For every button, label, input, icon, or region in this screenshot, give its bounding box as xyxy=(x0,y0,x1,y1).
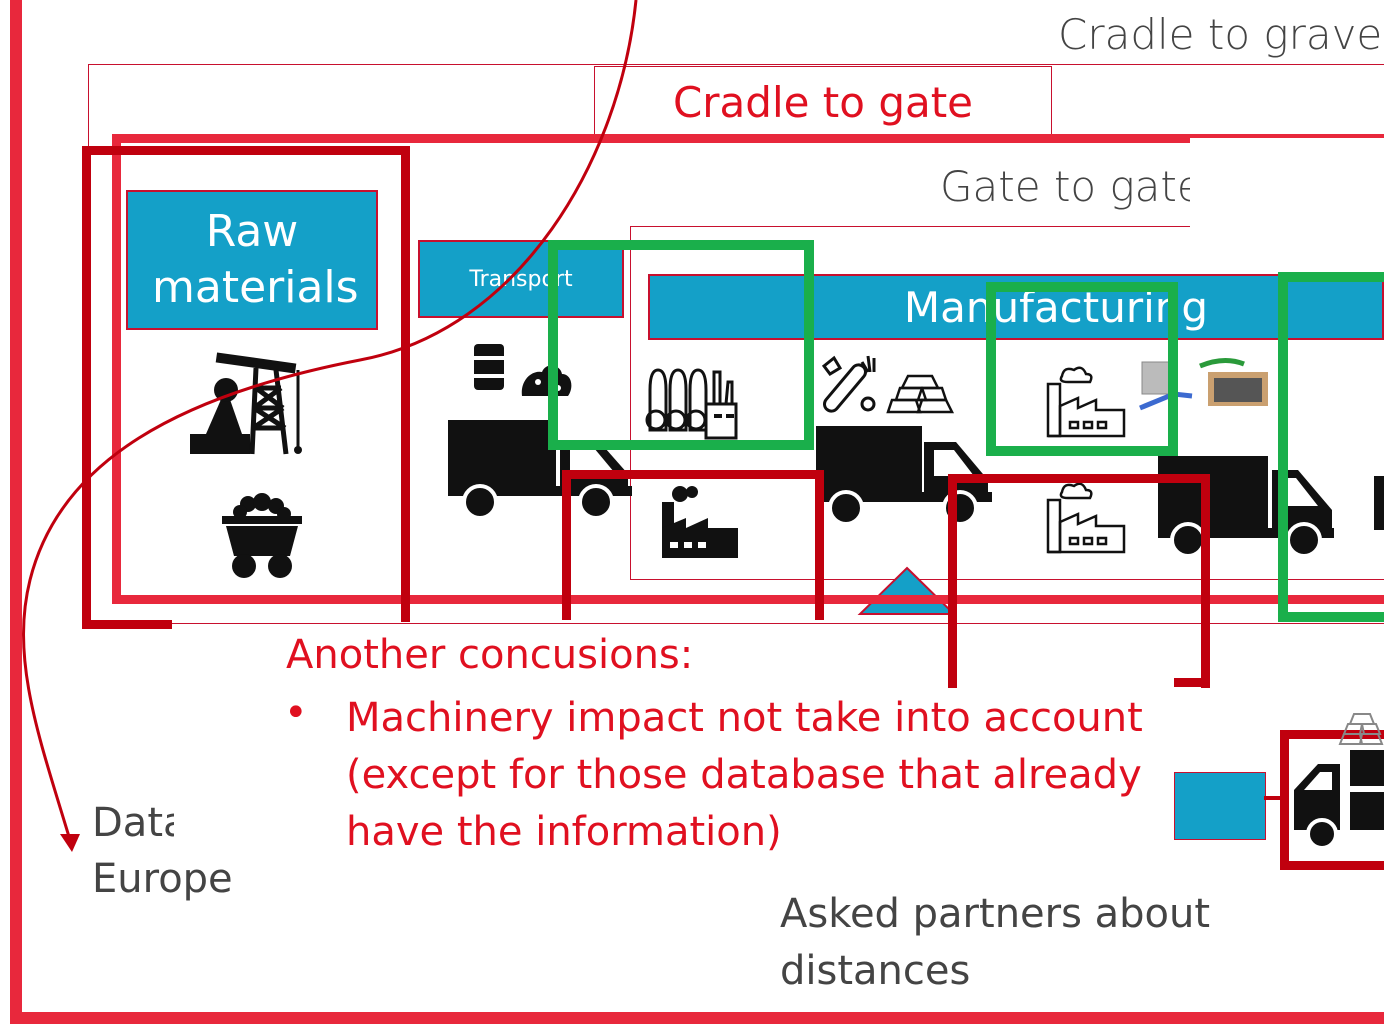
outer-frame-bottom xyxy=(10,1012,1384,1024)
oil-pump-icon xyxy=(190,352,302,455)
left-text-line1: Data xyxy=(92,800,174,846)
conclusions-text: Machinery impact not take into account (… xyxy=(346,695,1143,855)
green-highlight-refinery xyxy=(548,240,814,450)
truck-icon-1 xyxy=(448,420,632,520)
mine-cart-icon xyxy=(222,493,302,578)
barrel-icon xyxy=(472,344,506,390)
partial-icon-edge xyxy=(1374,476,1384,530)
truck-icon-2 xyxy=(816,426,992,526)
factory-icon-black xyxy=(662,486,738,558)
big-red-frame xyxy=(112,134,1384,604)
cradle-to-grave-label: Cradle to grave xyxy=(1058,10,1383,59)
conclusions-bullet: • xyxy=(284,690,308,736)
green-highlight-factory xyxy=(986,282,1178,456)
raw-materials-label: Raw materials xyxy=(152,206,359,313)
factory-highlight xyxy=(562,470,824,620)
truck-icon-4 xyxy=(1294,750,1384,850)
gold-bars-icon xyxy=(886,374,955,414)
lower-link-line xyxy=(1264,796,1288,800)
gate-to-gate-label: Gate to gate xyxy=(940,162,1203,211)
lower-blue-bar xyxy=(1174,772,1266,840)
partners-text: Asked partners about distances xyxy=(780,891,1211,994)
white-patch xyxy=(1190,138,1384,274)
factory2-highlight xyxy=(948,474,1210,688)
green-highlight-right xyxy=(1278,272,1384,622)
factory2-highlight-bottom xyxy=(1174,678,1210,687)
left-text-line2: Europe xyxy=(92,856,233,902)
cradle-to-gate-label: Cradle to gate xyxy=(672,78,974,127)
raw-materials-highlight xyxy=(82,146,410,622)
car-parts-icon xyxy=(1139,358,1268,411)
raw-materials-box: Raw materials xyxy=(126,190,378,330)
outer-frame-left xyxy=(10,0,22,1024)
conclusions-title: Another concusions: xyxy=(286,632,694,678)
test-tube-icon xyxy=(821,355,876,413)
factory-icon-outline-1 xyxy=(1046,366,1126,438)
raw-materials-highlight-bottom xyxy=(82,620,172,629)
gold-bars-small-icon xyxy=(1338,713,1384,745)
factory-icon-outline-2 xyxy=(1046,482,1126,554)
refinery-icon xyxy=(645,368,738,440)
gate-to-gate-box xyxy=(630,226,1384,580)
